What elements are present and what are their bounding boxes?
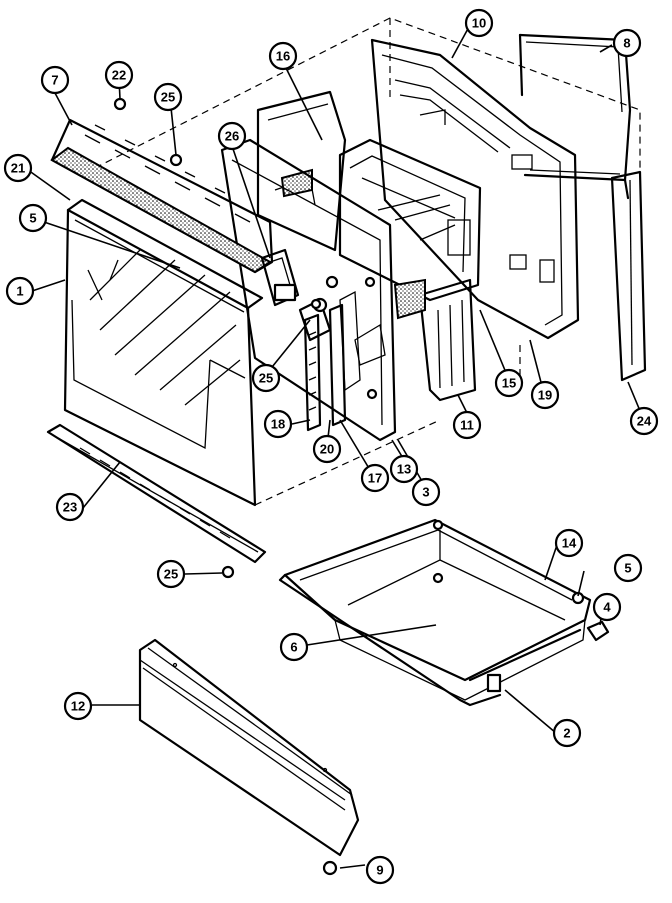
leader-lines xyxy=(27,24,644,869)
door-hinges xyxy=(303,303,347,432)
svg-text:9: 9 xyxy=(376,863,383,878)
svg-text:11: 11 xyxy=(460,418,474,433)
svg-text:20: 20 xyxy=(320,442,334,457)
callout-c3: 3 xyxy=(411,477,441,507)
svg-text:23: 23 xyxy=(63,500,77,515)
callout-c25c: 25 xyxy=(156,559,186,589)
callout-c22: 22 xyxy=(104,60,134,90)
drawer-body xyxy=(278,518,592,707)
callout-c21: 21 xyxy=(3,153,33,183)
svg-text:3: 3 xyxy=(422,485,429,500)
callout-c10: 10 xyxy=(464,8,494,38)
callout-c23: 23 xyxy=(55,492,85,522)
svg-text:21: 21 xyxy=(11,161,25,176)
drawer-glide xyxy=(586,620,610,642)
svg-text:7: 7 xyxy=(51,73,58,88)
callout-c14: 14 xyxy=(554,528,584,558)
svg-text:19: 19 xyxy=(538,388,552,403)
callout-c11: 11 xyxy=(452,410,482,440)
svg-text:14: 14 xyxy=(562,536,577,551)
svg-text:17: 17 xyxy=(368,471,382,486)
drawer-front xyxy=(138,638,360,857)
callout-c8: 8 xyxy=(612,28,642,58)
fasteners xyxy=(113,97,585,876)
callout-c18: 18 xyxy=(263,409,293,439)
svg-text:26: 26 xyxy=(225,129,239,144)
svg-text:5: 5 xyxy=(29,211,36,226)
callout-c2: 2 xyxy=(552,718,582,748)
callout-c19: 19 xyxy=(530,380,560,410)
svg-text:8: 8 xyxy=(623,36,630,51)
svg-text:18: 18 xyxy=(271,417,285,432)
svg-text:6: 6 xyxy=(290,640,297,655)
callout-c17: 17 xyxy=(360,463,390,493)
callout-c24: 24 xyxy=(629,406,659,436)
callout-c26: 26 xyxy=(217,121,247,151)
outer-door xyxy=(63,198,264,507)
svg-text:2: 2 xyxy=(563,726,570,741)
callout-c12: 12 xyxy=(63,691,93,721)
svg-text:25: 25 xyxy=(259,371,273,386)
svg-text:25: 25 xyxy=(164,567,178,582)
svg-text:1: 1 xyxy=(16,284,23,299)
door-latch xyxy=(260,248,300,307)
svg-text:24: 24 xyxy=(637,414,652,429)
door-bottom-trim xyxy=(46,423,267,564)
callout-c4: 4 xyxy=(592,592,622,622)
callout-c5a: 5 xyxy=(18,203,48,233)
callout-c15: 15 xyxy=(494,368,524,398)
callout-c13: 13 xyxy=(389,454,419,484)
callout-c9: 9 xyxy=(365,855,395,885)
callout-c25a: 25 xyxy=(153,82,183,112)
callout-c16: 16 xyxy=(268,41,298,71)
svg-text:15: 15 xyxy=(502,376,516,391)
svg-text:10: 10 xyxy=(472,16,486,31)
callout-c25b: 25 xyxy=(251,363,281,393)
svg-text:25: 25 xyxy=(161,90,175,105)
callout-c6: 6 xyxy=(279,632,309,662)
callout-c1: 1 xyxy=(5,276,35,306)
oven-window-assembly xyxy=(338,138,482,402)
oven-front-frame xyxy=(370,38,580,340)
callout-c5b: 5 xyxy=(613,553,643,583)
svg-text:16: 16 xyxy=(276,49,290,64)
side-trim-panel xyxy=(610,170,647,382)
svg-text:12: 12 xyxy=(71,699,85,714)
svg-text:5: 5 xyxy=(624,561,631,576)
svg-text:13: 13 xyxy=(397,462,411,477)
callout-c20: 20 xyxy=(312,434,342,464)
svg-text:4: 4 xyxy=(603,600,611,615)
callout-c7: 7 xyxy=(40,65,70,95)
svg-text:22: 22 xyxy=(112,68,126,83)
